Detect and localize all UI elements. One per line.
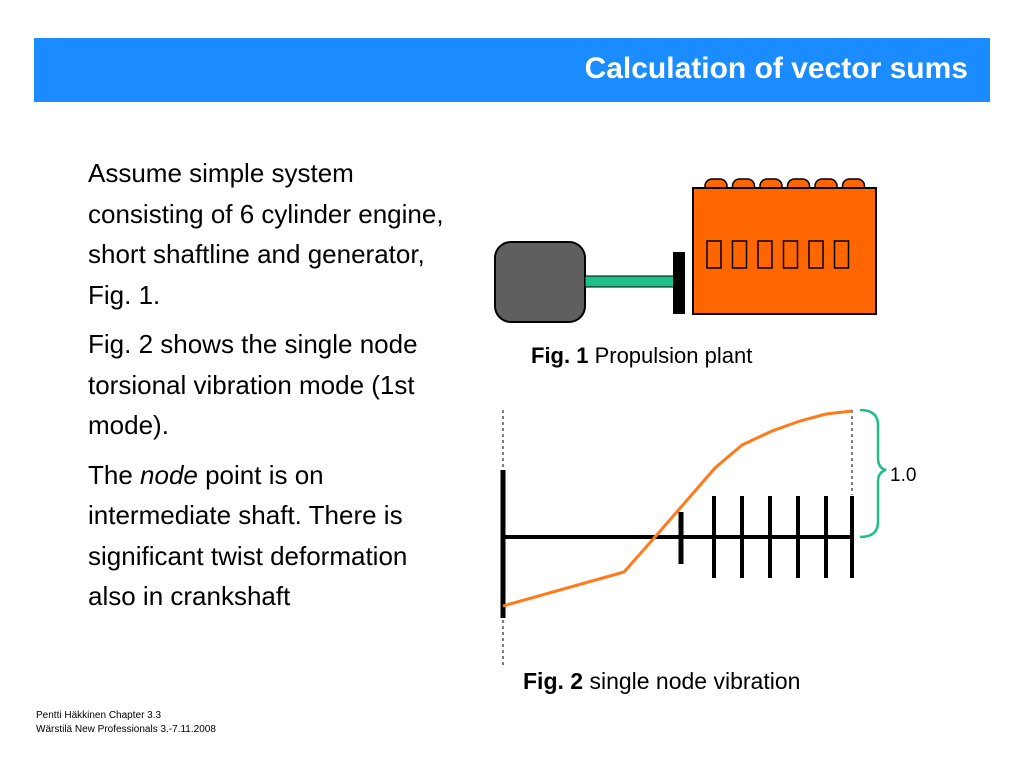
paragraph-2-text: Fig. 2 shows the single node torsional v… (88, 329, 418, 440)
fig2-caption: Fig. 2 single node vibration (523, 668, 800, 695)
cylinder-window (706, 240, 722, 269)
fig2-caption-text: single node vibration (583, 668, 801, 694)
fig1-caption-label: Fig. 1 (531, 343, 589, 368)
paragraph-3-text-before: The (88, 459, 141, 490)
slide-title: Calculation of vector sums (584, 52, 968, 85)
generator (494, 241, 586, 323)
flywheel-flange (673, 252, 685, 314)
cylinder-windows (706, 240, 850, 269)
cylinder-window (757, 240, 773, 269)
mode-shape-line (502, 409, 853, 608)
cylinder-window (731, 240, 748, 269)
cylinder-window (808, 240, 824, 269)
engine-block (692, 187, 877, 315)
paragraph-3-text-after: point is on intermediate shaft. There is… (88, 459, 408, 612)
fig2-caption-label: Fig. 2 (523, 668, 584, 694)
body-text: Assume simple system consisting of 6 cyl… (88, 153, 458, 626)
fig1-propulsion-plant (494, 178, 877, 323)
cylinder-mass-bars (712, 496, 854, 578)
paragraph-1-text: Assume simple system consisting of 6 cyl… (88, 158, 444, 310)
amplitude-label: 1.0 (890, 465, 916, 486)
paragraph-1: Assume simple system consisting of 6 cyl… (88, 153, 458, 315)
title-bar: Calculation of vector sums (34, 38, 990, 102)
amplitude-brace (859, 408, 887, 539)
paragraph-3-emphasis: node (140, 459, 198, 490)
footer-line-1: Pentti Häkkinen Chapter 3.3 (36, 710, 162, 721)
footer: Pentti Häkkinen Chapter 3.3 Wärstilä New… (36, 709, 216, 737)
fig1-caption: Fig. 1 Propulsion plant (531, 343, 752, 369)
footer-line-2: Wärstilä New Professionals 3.-7.11.2008 (36, 724, 216, 735)
cylinder-window (782, 240, 799, 269)
paragraph-2: Fig. 2 shows the single node torsional v… (88, 324, 458, 446)
shaftline (584, 275, 679, 288)
paragraph-3: The node point is on intermediate shaft.… (88, 455, 458, 617)
fig2-mode-shape: 1.0 (500, 408, 916, 665)
cylinder-window (833, 240, 850, 269)
fig1-caption-text: Propulsion plant (588, 343, 753, 368)
